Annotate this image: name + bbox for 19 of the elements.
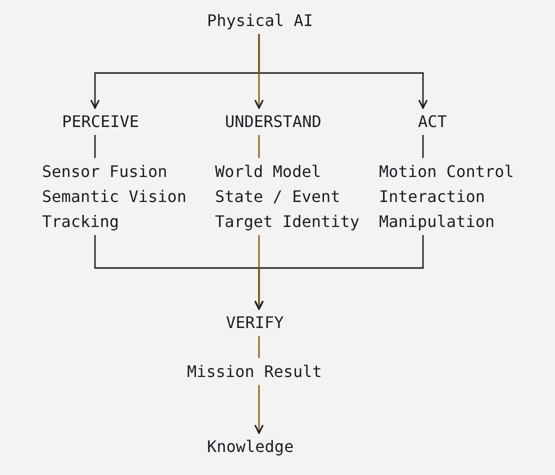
node-label: UNDERSTAND bbox=[225, 111, 322, 133]
node-label: Sensor Fusion bbox=[42, 161, 168, 183]
node-label: Knowledge bbox=[207, 436, 294, 458]
connector-arrow bbox=[254, 385, 264, 434]
node-label: Target Identity bbox=[215, 211, 360, 233]
node-label: Mission Result bbox=[187, 361, 322, 383]
node-label: State / Event bbox=[215, 186, 342, 208]
node-label: Interaction bbox=[379, 186, 486, 208]
node-label: Motion Control bbox=[379, 161, 514, 183]
connector-arrow bbox=[254, 235, 264, 310]
node-label: Semantic Vision bbox=[42, 186, 186, 208]
node-label: PERCEIVE bbox=[62, 111, 140, 133]
node-label: Manipulation bbox=[379, 211, 496, 233]
node-label: Tracking bbox=[42, 211, 120, 233]
node-label: Physical AI bbox=[207, 10, 313, 32]
connector-arrow bbox=[254, 34, 264, 109]
node-label: ACT bbox=[418, 111, 447, 133]
node-label: VERIFY bbox=[226, 312, 284, 334]
node-label: World Model bbox=[215, 161, 322, 183]
